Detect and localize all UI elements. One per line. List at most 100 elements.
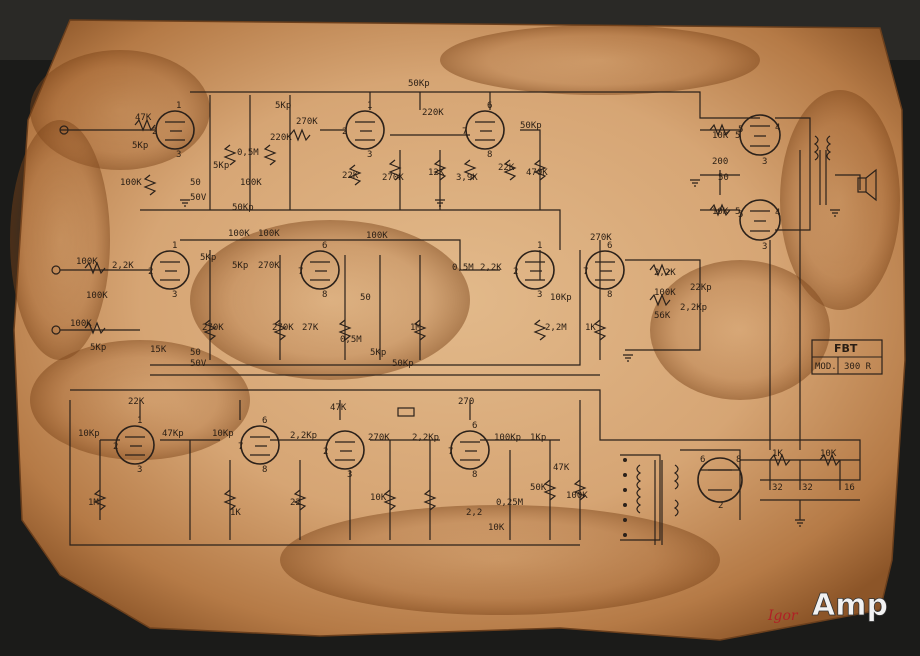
svg-text:2: 2: [113, 442, 118, 452]
svg-text:1: 1: [137, 416, 142, 426]
brand-label: FBT: [834, 342, 858, 355]
svg-text:3: 3: [347, 470, 352, 480]
svg-text:5: 5: [738, 125, 743, 135]
svg-text:2: 2: [323, 447, 328, 457]
svg-text:3: 3: [137, 465, 142, 475]
label-c-50kp-d: 50Kp: [392, 359, 414, 369]
label-r-2-2k: 2,2K: [112, 261, 134, 271]
label-c-270k: 270K: [368, 433, 390, 443]
label-c-50-d: 50: [360, 293, 371, 303]
svg-text:3: 3: [762, 242, 767, 252]
label-c-50kp: 50Kp: [232, 203, 254, 213]
tube-v9: [240, 425, 280, 465]
label-r-10k-a: 10K: [370, 493, 387, 503]
watermark-prefix: Igor: [767, 608, 799, 624]
output-transformer: [813, 135, 861, 205]
tube-v4: [150, 250, 190, 290]
svg-text:8: 8: [472, 470, 477, 480]
label-r-2-2k-c: 2,2K: [654, 268, 676, 278]
label-r-22-b: 22: [290, 498, 301, 508]
power-transformer: [623, 458, 679, 545]
ground-symbols: [180, 179, 840, 527]
rectifier-tube: [697, 457, 743, 503]
label-c-5kp-b: 5Kp: [213, 161, 229, 171]
svg-text:8: 8: [736, 455, 741, 465]
label-c-32-b: 32: [802, 483, 813, 493]
label-r-10k: 10K: [820, 449, 837, 459]
label-c-1kp: 1Kp: [530, 433, 546, 443]
label-c-10kp-c: 10Kp: [212, 429, 234, 439]
label-c-2-2: 2,2: [466, 508, 482, 518]
svg-text:5: 5: [738, 210, 743, 220]
label-r-220k: 220K: [270, 133, 292, 143]
label-c-50-b: 50: [718, 173, 729, 183]
tube-v13: [739, 199, 781, 241]
svg-text:8: 8: [322, 290, 327, 300]
svg-text:6: 6: [700, 455, 705, 465]
label-c-5kp-e: 5Kp: [200, 253, 216, 263]
label-r-1k-b: 1K: [230, 508, 241, 518]
svg-text:2: 2: [342, 127, 347, 137]
label-r-10k-out2: 10K: [712, 207, 729, 217]
label-r-0-25m: 0,25M: [496, 498, 524, 508]
svg-text:3: 3: [762, 157, 767, 167]
svg-text:6: 6: [487, 101, 492, 111]
svg-text:8: 8: [607, 290, 612, 300]
label-c-47kp: 47Kp: [162, 429, 184, 439]
label-r-22k: 22K: [342, 171, 359, 181]
tube-v3: [465, 110, 505, 150]
label-r-270k: 270K: [296, 117, 318, 127]
label-r-10k-b: 10K: [488, 523, 505, 533]
svg-text:1: 1: [176, 101, 181, 111]
label-c-32-a: 32: [772, 483, 783, 493]
label-c-50v-b: 50V: [190, 359, 207, 369]
model-number: 300 R: [844, 362, 872, 372]
label-r-1k-c: 1K: [772, 449, 783, 459]
label-c-5kp: 5Kp: [132, 141, 148, 151]
svg-text:6: 6: [262, 416, 267, 426]
tube-v1: [155, 110, 195, 150]
label-r-100k-h: 100K: [566, 491, 588, 501]
label-c-5kp-d: 5Kp: [90, 343, 106, 353]
label-r-0-5m: 0,5M: [237, 148, 259, 158]
svg-text:4: 4: [775, 123, 780, 133]
label-r-270k-b: 270K: [382, 173, 404, 183]
svg-text:3: 3: [367, 150, 372, 160]
switch-icon: [397, 407, 415, 417]
svg-text:7: 7: [298, 267, 303, 277]
speaker-icon: [857, 168, 877, 202]
schematic-wiring: [60, 91, 861, 546]
svg-text:1: 1: [537, 241, 542, 251]
label-c-50kp-c: 50Kp: [520, 121, 542, 131]
label-r-1m-b: 1M: [88, 498, 99, 508]
label-r-100k-mix2: 100K: [70, 319, 92, 329]
label-r-270k-f: 270K: [590, 233, 612, 243]
label-r-100k-f: 100K: [366, 231, 388, 241]
label-r-100k-b: 100K: [240, 178, 262, 188]
tube-pin-labels: 1 2 3 1 2 3 6 7 8 1 2 3 6 7 8 1 2 3 6 7 …: [113, 101, 780, 511]
label-c-22kp: 22Kp: [690, 283, 712, 293]
svg-text:4: 4: [775, 208, 780, 218]
label-r-100k-e: 100K: [258, 229, 280, 239]
label-r-15k: 15K: [150, 345, 167, 355]
label-r-27k: 27K: [302, 323, 319, 333]
svg-text:7: 7: [448, 447, 453, 457]
label-r-47k-c: 47K: [553, 463, 570, 473]
label-r-100k-mix1: 100K: [76, 257, 98, 267]
watermark-logo: Igor Amp: [767, 588, 888, 624]
label-c-5kp-f: 5Kp: [232, 261, 248, 271]
svg-text:3: 3: [172, 290, 177, 300]
label-r-100k-d: 100K: [228, 229, 250, 239]
label-r-2-2m: 2,2M: [545, 323, 567, 333]
svg-text:2: 2: [513, 267, 518, 277]
svg-text:3: 3: [176, 150, 181, 160]
svg-text:2: 2: [148, 267, 153, 277]
label-c-5kp-c: 5Kp: [275, 101, 291, 111]
svg-text:1: 1: [172, 241, 177, 251]
label-r-22k-c: 22K: [128, 397, 145, 407]
svg-text:2: 2: [152, 127, 157, 137]
label-c-2-2kp: 2,2Kp: [680, 303, 707, 313]
model-label: MOD.: [815, 362, 837, 372]
tube-v2: [345, 110, 385, 150]
